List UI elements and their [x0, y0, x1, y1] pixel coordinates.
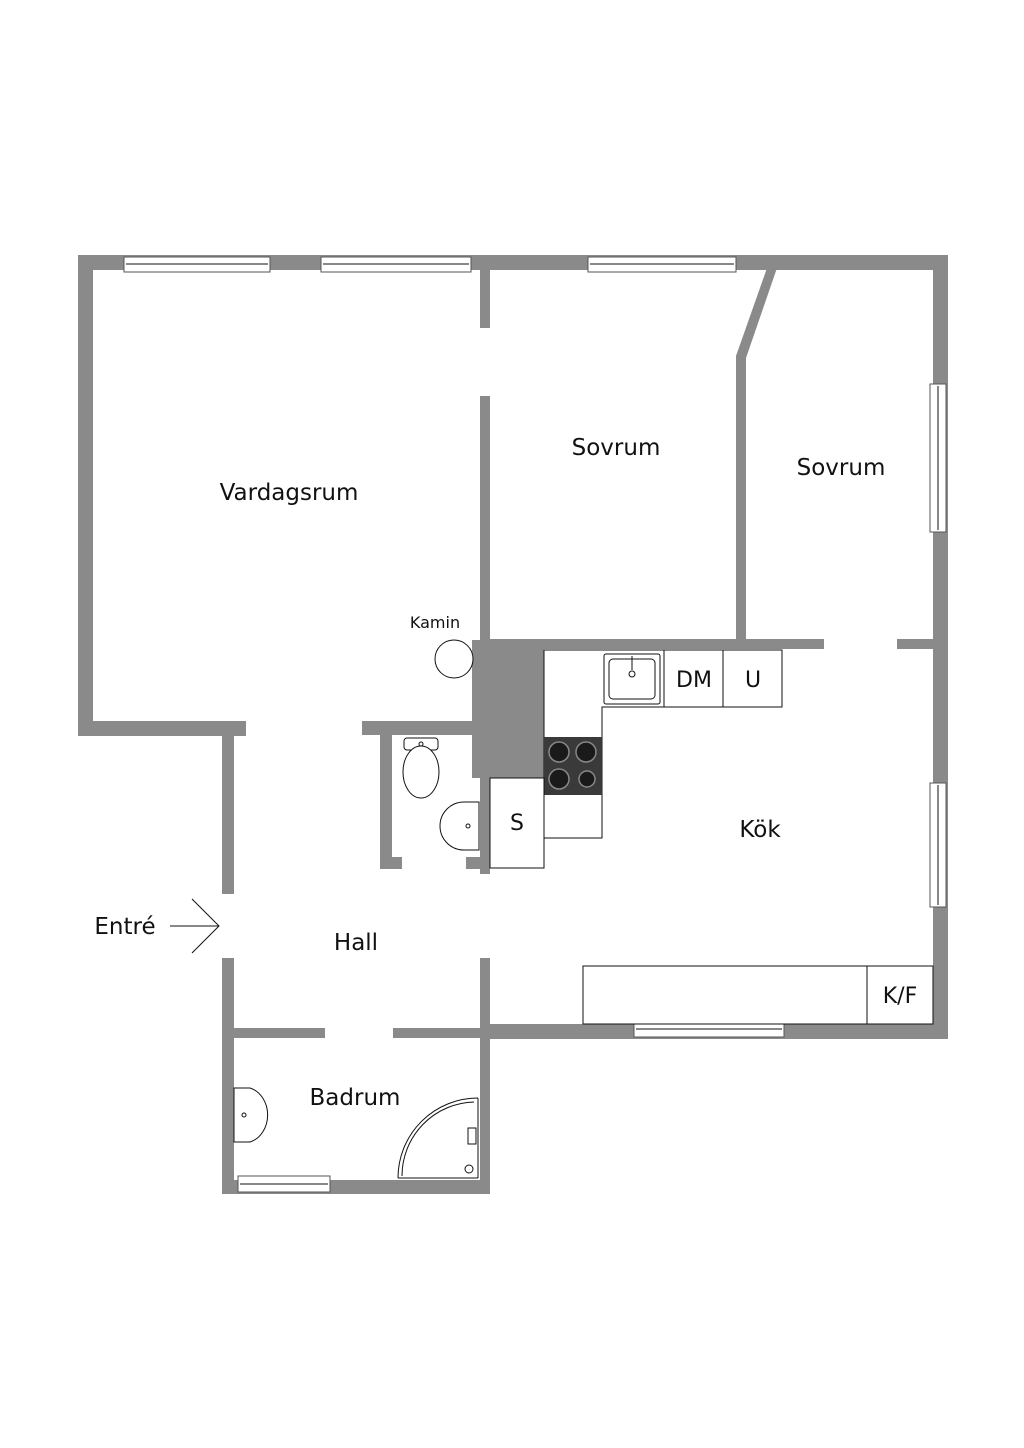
room-label-vardagsrum: Vardagsrum [220, 480, 359, 506]
entre-label: Entré [94, 914, 155, 940]
room-label-badrum: Badrum [310, 1085, 401, 1111]
wc-fixtures [402, 737, 480, 851]
fridge-freezer-label: K/F [883, 984, 918, 1009]
storage-label: S [510, 811, 524, 836]
walls [78, 255, 948, 1194]
kamin-label: Kamin [410, 613, 460, 632]
windows [123, 256, 947, 1193]
kitchen-counter [434, 639, 934, 1025]
room-label-sovrum-1: Sovrum [572, 435, 661, 461]
room-label-sovrum-2: Sovrum [797, 455, 886, 481]
bathroom-fixtures [233, 1087, 479, 1179]
room-label-hall: Hall [334, 930, 378, 956]
room-label-kok: Kök [739, 817, 781, 843]
dishwasher-label: DM [676, 668, 712, 693]
entrance-arrow-icon [170, 898, 220, 954]
oven-label: U [745, 668, 761, 693]
